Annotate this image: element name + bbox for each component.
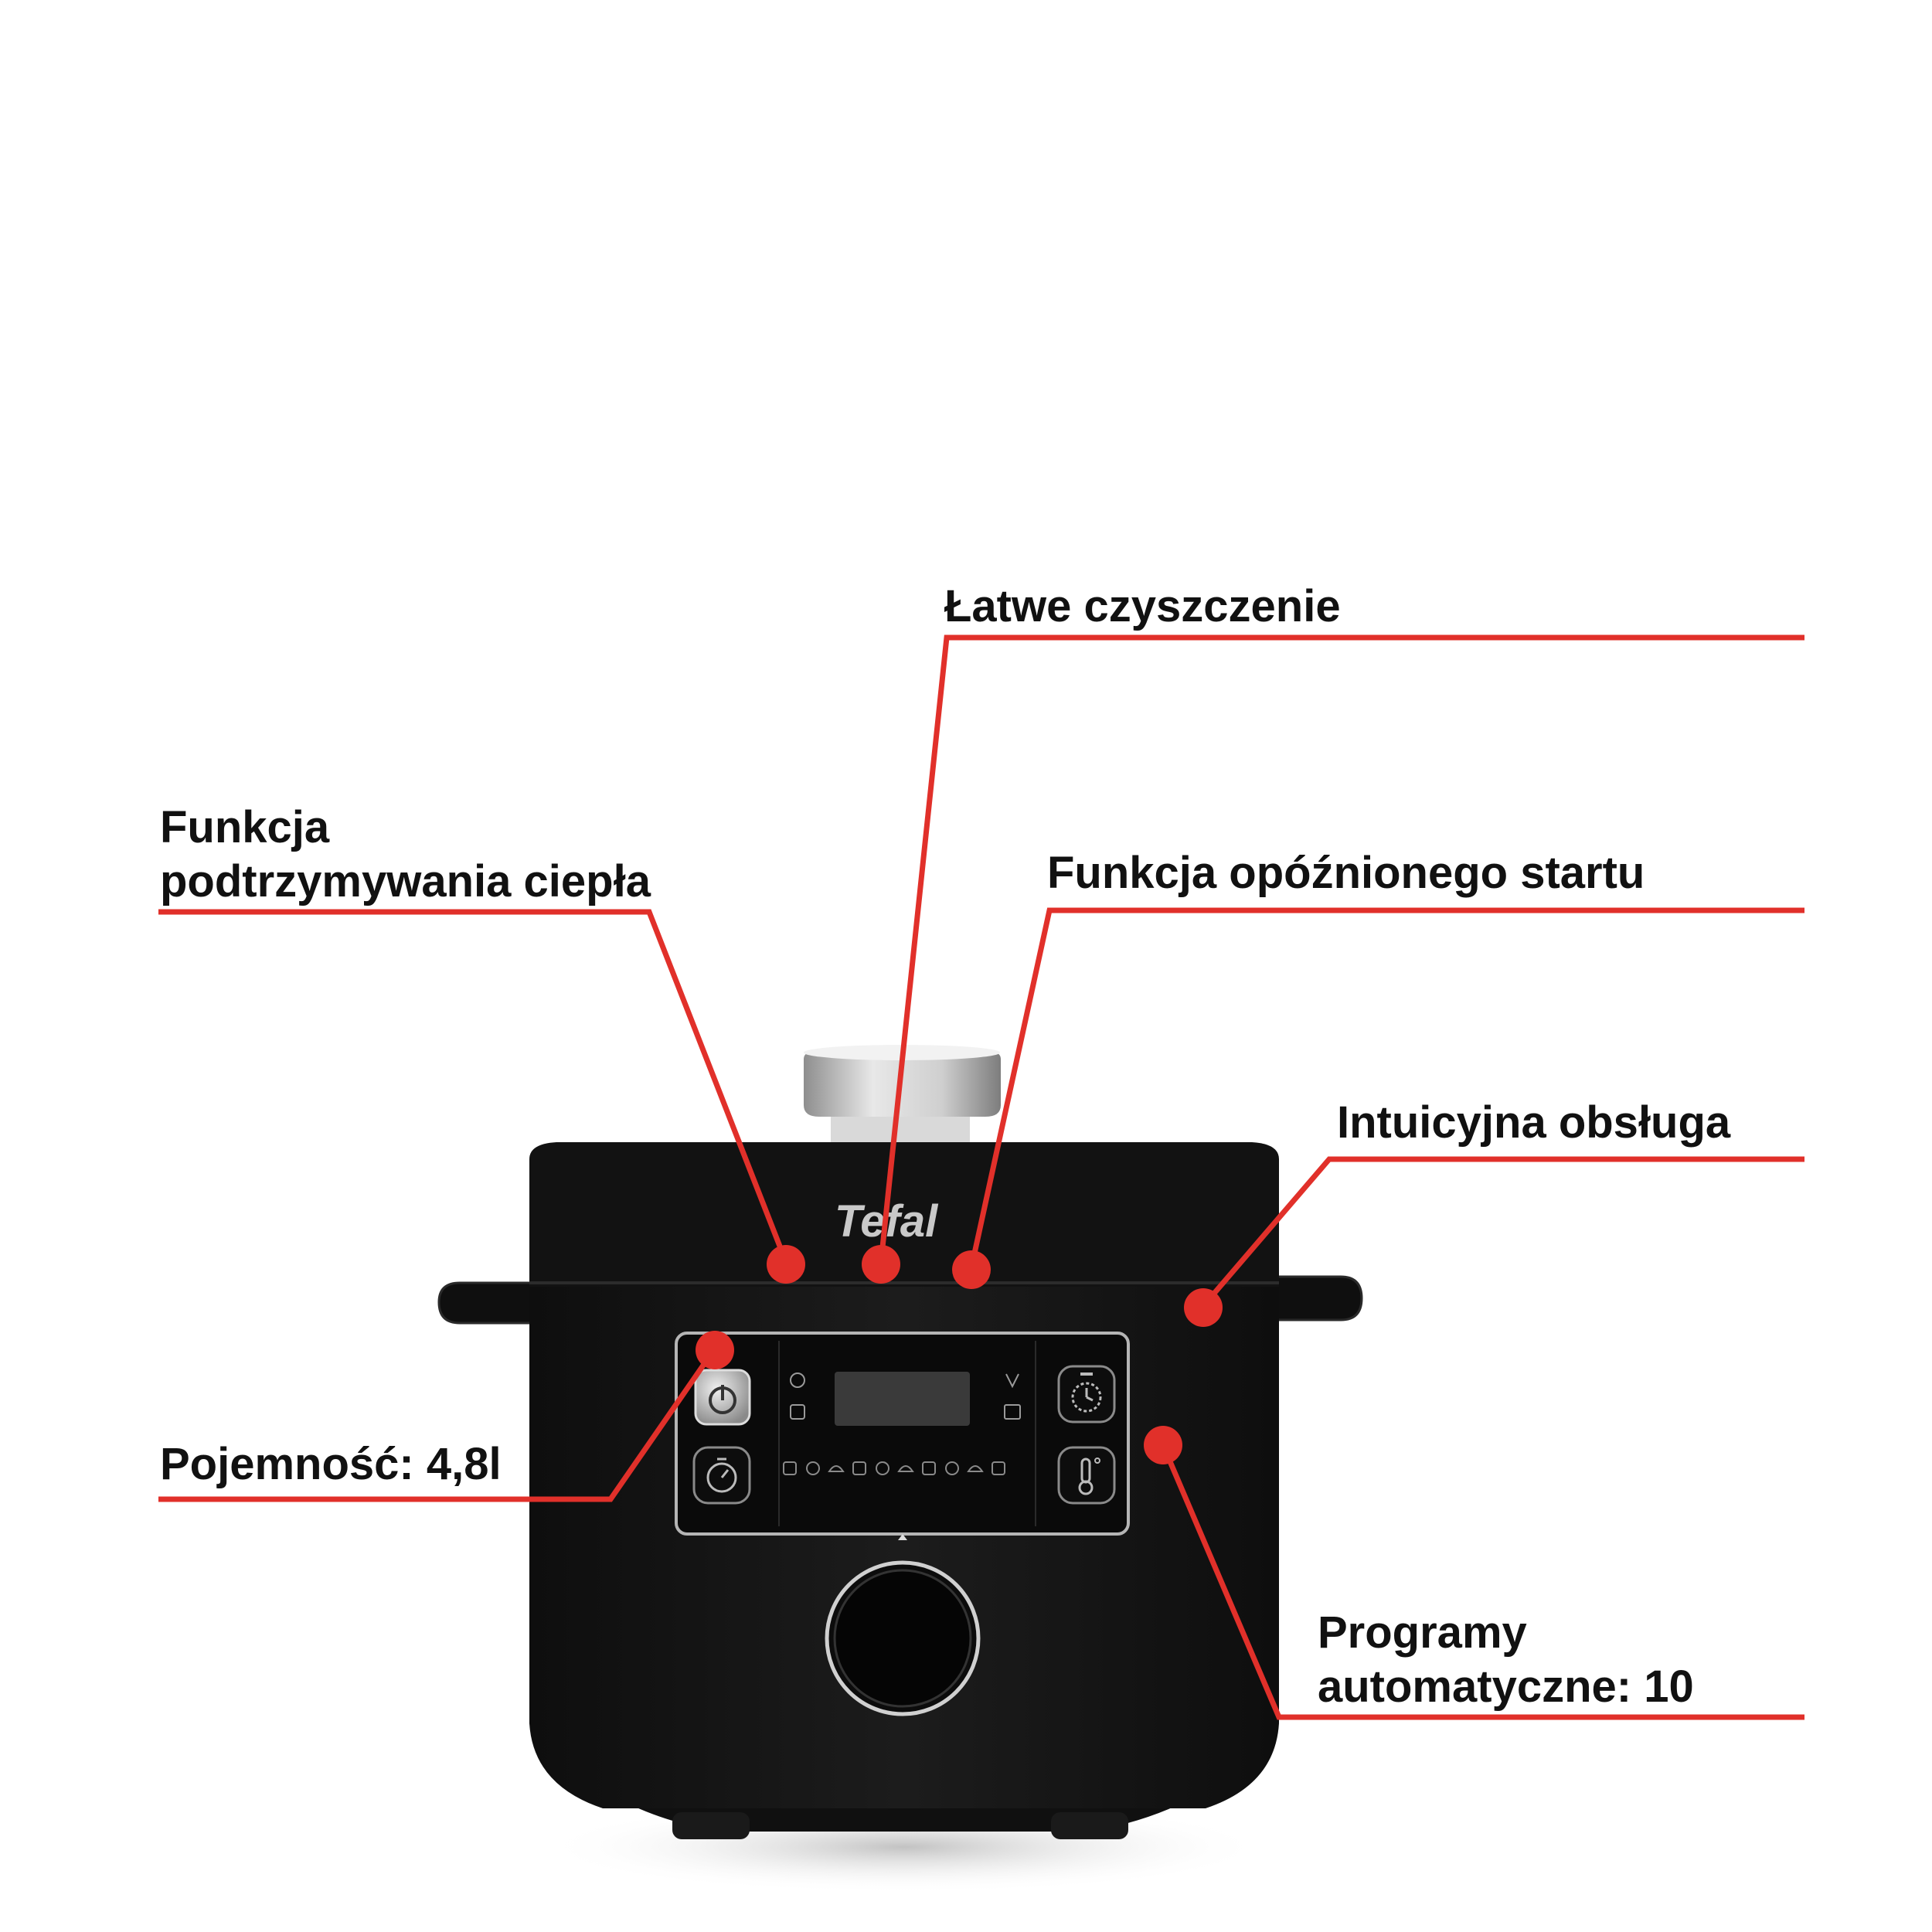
- callout-dot-capacity: [696, 1331, 734, 1369]
- program-icon: [967, 1465, 984, 1472]
- program-icon: [945, 1461, 959, 1475]
- label-intuitive: Intuicyjna obsługa: [1337, 1097, 1731, 1148]
- control-panel: [675, 1332, 1130, 1536]
- callout-lines: [158, 634, 1804, 1720]
- clock-icon: [1071, 1372, 1102, 1413]
- callout-line-capacity: [158, 1347, 717, 1502]
- program-icon: [922, 1461, 936, 1475]
- label-keep-warm-line2: podtrzymywania ciepła: [160, 856, 651, 906]
- timer-button[interactable]: [692, 1446, 751, 1505]
- callout-dots: [696, 1245, 1223, 1464]
- program-icon: [783, 1461, 797, 1475]
- label-programs-line1: Programy: [1318, 1607, 1527, 1658]
- status-icons: [790, 1372, 1021, 1420]
- callout-line-intuitive: [1201, 1156, 1804, 1308]
- callout-line-easy-cleaning: [878, 634, 1804, 1263]
- temperature-button[interactable]: [1057, 1446, 1116, 1505]
- program-icon: [876, 1461, 889, 1475]
- program-icon: [992, 1461, 1005, 1475]
- program-icon: [852, 1461, 866, 1475]
- label-delayed-start: Funkcja opóźnionego startu: [1047, 848, 1645, 898]
- program-icon: [897, 1465, 914, 1472]
- right-handle: [1266, 1275, 1363, 1321]
- label-capacity: Pojemność: 4,8l: [160, 1439, 502, 1489]
- timer-icon: [706, 1458, 737, 1493]
- callout-dot-keep-warm: [767, 1245, 805, 1284]
- callout-dot-intuitive: [1184, 1288, 1223, 1327]
- dial-marker: [898, 1534, 907, 1540]
- cooker-lid: [529, 1142, 1279, 1287]
- label-programs-line2: automatyczne: 10: [1318, 1662, 1694, 1712]
- callout-dot-delayed-start: [952, 1250, 991, 1289]
- power-button[interactable]: [694, 1369, 751, 1426]
- callout-line-keep-warm: [158, 909, 789, 1264]
- label-easy-cleaning: Łatwe czyszczenie: [944, 581, 1341, 631]
- lcd-display: [835, 1372, 970, 1426]
- delayed-start-button[interactable]: [1057, 1365, 1116, 1423]
- program-icons: [783, 1461, 1005, 1475]
- left-handle: [437, 1281, 543, 1325]
- label-keep-warm-line1: Funkcja: [160, 802, 330, 852]
- callout-dot-programs: [1144, 1426, 1182, 1464]
- program-icon: [828, 1465, 845, 1472]
- callout-dot-easy-cleaning: [862, 1245, 900, 1284]
- control-dial[interactable]: [825, 1560, 981, 1716]
- foot-left: [672, 1812, 750, 1839]
- foot-right: [1051, 1812, 1128, 1839]
- callout-line-delayed-start: [968, 907, 1804, 1268]
- power-icon: [709, 1385, 736, 1414]
- thermometer-icon: [1078, 1458, 1100, 1495]
- program-icon: [806, 1461, 820, 1475]
- callout-line-programs: [1160, 1444, 1804, 1720]
